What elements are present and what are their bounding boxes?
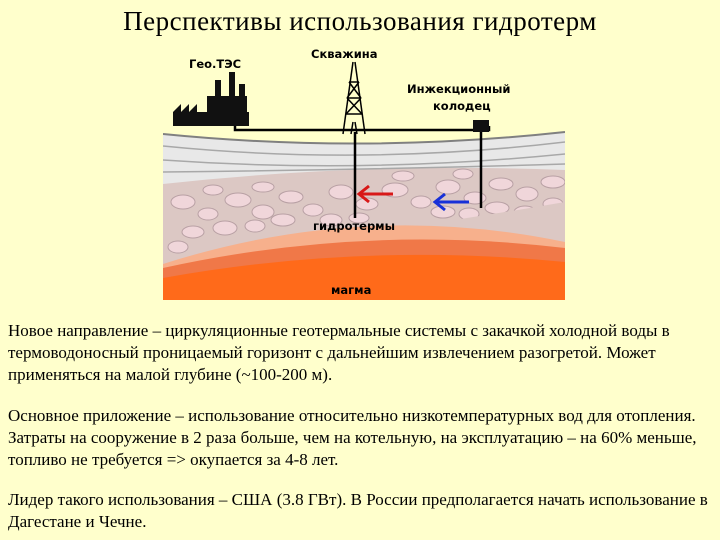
paragraph-3: Лидер такого использования – США (3.8 ГВ… (8, 490, 708, 531)
geothermal-diagram: Гео.ТЭС Скважина Инжекционный колодец ги… (163, 42, 565, 300)
page-title: Перспективы использования гидротерм (123, 6, 597, 36)
label-well: Скважина (311, 47, 378, 61)
label-magma: магма (331, 283, 371, 297)
cold-water-arrow (432, 192, 469, 212)
sediment-line-1 (163, 141, 565, 156)
sediment-line-2 (163, 153, 565, 167)
label-injection-line2: колодец (433, 99, 491, 113)
label-hydrotherms: гидротермы (313, 219, 395, 233)
hot-water-arrow (356, 184, 393, 204)
geotes-building (173, 72, 249, 126)
label-injection-line1: Инжекционный (407, 82, 510, 96)
paragraph-2: Основное приложение – использование отно… (8, 406, 697, 469)
rock-stones (167, 168, 565, 254)
drilling-rig (342, 61, 366, 135)
ground-top (163, 131, 565, 145)
diagram-svg: Гео.ТЭС Скважина Инжекционный колодец ги… (163, 47, 565, 300)
surface-pipe (233, 124, 491, 132)
injection-wellhead (473, 120, 489, 132)
paragraph-1: Новое направление – циркуляционные геоте… (8, 321, 670, 384)
magma-top (163, 254, 565, 300)
sediment-line-3 (163, 163, 565, 173)
label-geotes: Гео.ТЭС (189, 57, 241, 71)
